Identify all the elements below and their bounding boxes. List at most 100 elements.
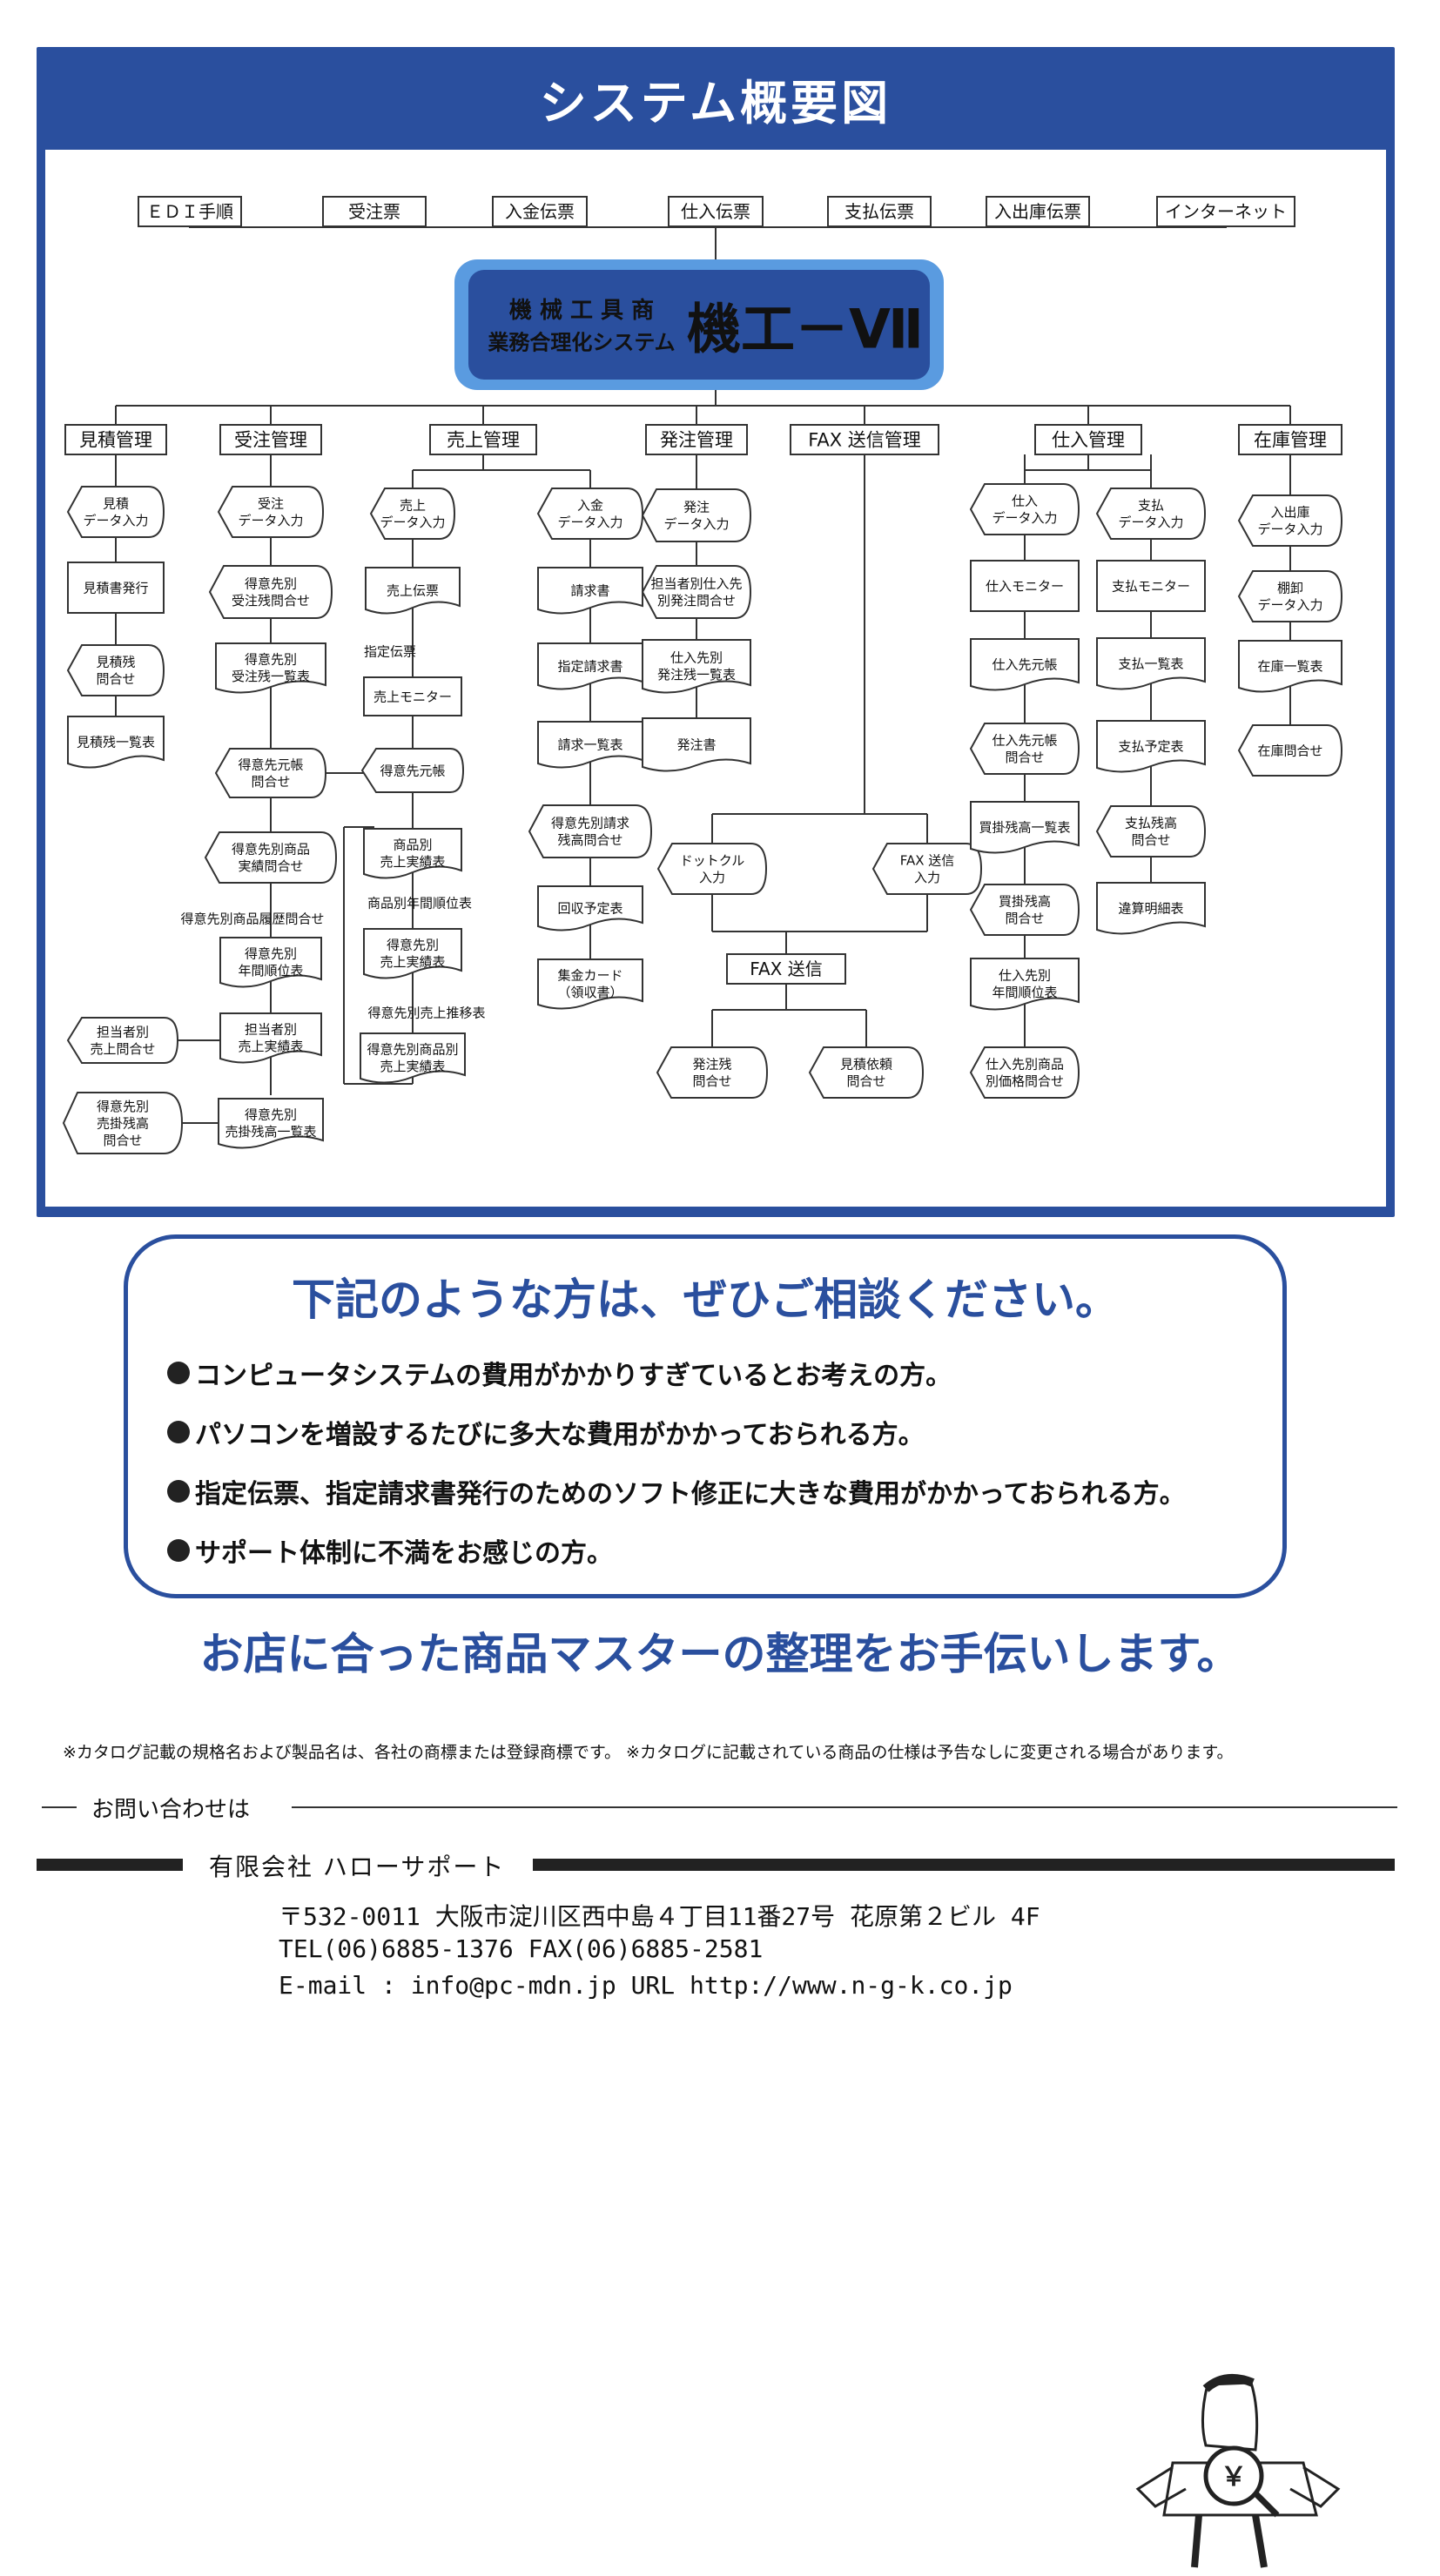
in-shiharai: 支払伝票 bbox=[844, 201, 914, 222]
mitsumori-node: 見積データ入力 bbox=[83, 496, 148, 529]
juchu-node: 得意先別商品実績問合せ bbox=[232, 842, 310, 875]
consultation-heading: 下記のような方は、ぜひご相談ください。 bbox=[292, 1275, 1119, 1325]
in-juchu: 受注票 bbox=[348, 201, 400, 222]
mitsumori-node-shape bbox=[66, 644, 165, 696]
in-internet: インターネット bbox=[1165, 201, 1287, 222]
m-mitsumori-shape bbox=[64, 424, 167, 455]
uriage-node-shape bbox=[363, 676, 462, 716]
fax-node-shape bbox=[656, 843, 768, 895]
tagline: お店に合った商品マスターの整理をお手伝いします。 bbox=[199, 1629, 1241, 1679]
shiire-node: 買掛残高一覧表 bbox=[979, 819, 1070, 835]
in-nyukin: 入金伝票 bbox=[505, 201, 575, 222]
zaiko-node-shape bbox=[1237, 570, 1343, 622]
nyukin-node-shape bbox=[536, 488, 644, 540]
uriage-node-shape bbox=[365, 567, 461, 615]
trademark-note: ※カタログ記載の規格名および製品名は、各社の商標または登録商標です。 ※カタログ… bbox=[63, 1743, 1234, 1762]
in-nyushukko-shape bbox=[986, 196, 1090, 227]
mitsumori-node: 見積残一覧表 bbox=[77, 734, 155, 750]
m-hatchu-shape bbox=[645, 424, 748, 455]
m-fax-shape bbox=[790, 424, 939, 455]
shiire-node: 買掛残高問合せ bbox=[999, 894, 1051, 927]
bullet-icon bbox=[167, 1421, 190, 1443]
fax-node-shape bbox=[656, 1046, 769, 1099]
panel-title: システム概要図 bbox=[539, 75, 892, 131]
juchu-node-shape bbox=[219, 1012, 322, 1064]
m-uriage-shape bbox=[429, 424, 537, 455]
nyukin-node-shape bbox=[537, 721, 643, 769]
zaiko-node-shape bbox=[1237, 494, 1343, 547]
in-juchu-shape bbox=[322, 196, 427, 227]
system-line1: 機 械 工 具 商 bbox=[509, 297, 654, 324]
in-edi: ＥＤＩ手順 bbox=[146, 201, 233, 222]
shiire-node-shape bbox=[969, 1046, 1080, 1099]
shiire-node-shape bbox=[970, 560, 1080, 612]
mitsumori-node: 見積残問合せ bbox=[96, 655, 135, 688]
fax-node-shape bbox=[726, 953, 846, 985]
system-line2: 業務合理化システム bbox=[488, 330, 675, 354]
consultation-item: コンピュータシステムの費用がかかりすぎているとお考えの方。 bbox=[167, 1343, 1186, 1402]
system-box bbox=[468, 270, 930, 380]
consultation-list: コンピュータシステムの費用がかかりすぎているとお考えの方。 パソコンを増設するた… bbox=[167, 1343, 1186, 1580]
fax-node: FAX 送信 bbox=[750, 958, 822, 979]
uriage-node: 指定伝票 bbox=[364, 643, 416, 659]
shiire-node: 仕入先別年間順位表 bbox=[992, 968, 1057, 1001]
juchu-node-shape bbox=[215, 642, 326, 694]
consultation-item: パソコンを増設するたびに多大な費用がかかっておられる方。 bbox=[167, 1402, 1186, 1462]
juchu-node: 得意先別受注残一覧表 bbox=[232, 652, 310, 685]
nyukin-node: 集金カード（領収書） bbox=[557, 968, 622, 1001]
in-shiire-shape bbox=[668, 196, 764, 227]
fax-node: 発注残問合せ bbox=[692, 1057, 731, 1090]
zaiko-node: 棚卸データ入力 bbox=[1257, 581, 1322, 614]
uriage-node: 得意先別商品別売上実績表 bbox=[367, 1042, 458, 1075]
juchu-node: 得意先別商品履歴問合せ bbox=[180, 911, 324, 926]
zaiko-node: 在庫一覧表 bbox=[1257, 658, 1322, 674]
shiharai-node-shape bbox=[1096, 720, 1206, 773]
nyukin-node-shape bbox=[528, 804, 653, 858]
hatchu-node-shape bbox=[641, 488, 752, 542]
bullet-icon bbox=[167, 1362, 190, 1384]
zaiko-node-shape bbox=[1238, 640, 1342, 693]
nyukin-node-shape bbox=[537, 958, 643, 1010]
inquiry-rule-left bbox=[42, 1806, 77, 1808]
nyukin-node-shape bbox=[537, 885, 643, 932]
shiharai-node-shape bbox=[1095, 488, 1207, 540]
shiire-node-shape bbox=[969, 723, 1080, 775]
juchu-node-shape bbox=[219, 937, 322, 988]
fax-node: 見積依頼問合せ bbox=[840, 1057, 892, 1090]
shiharai-node: 支払残高問合せ bbox=[1125, 816, 1177, 849]
nyukin-node: 請求書 bbox=[570, 582, 609, 598]
shiharai-node: 支払モニター bbox=[1112, 578, 1190, 594]
fax-node: FAX 送信入力 bbox=[900, 853, 955, 886]
company-tel-fax: TEL(06)6885-1376 FAX(06)6885-2581 bbox=[279, 1934, 764, 1963]
nyukin-node: 請求一覧表 bbox=[557, 736, 622, 752]
juchu-node-shape bbox=[214, 748, 327, 798]
juchu-node: 担当者別売上実績表 bbox=[238, 1022, 303, 1055]
mitsumori-node-shape bbox=[66, 486, 165, 538]
m-shiire-shape bbox=[1034, 424, 1142, 455]
hatchu-node: 発注データ入力 bbox=[663, 500, 729, 533]
m-mitsumori: 見積管理 bbox=[79, 429, 152, 450]
shiire-node-shape bbox=[970, 638, 1080, 691]
uriage-node-shape bbox=[363, 928, 462, 979]
shiharai-node: 違算明細表 bbox=[1118, 900, 1183, 916]
m-shiire: 仕入管理 bbox=[1052, 429, 1125, 450]
shiire-node: 仕入データ入力 bbox=[992, 494, 1057, 527]
shiire-node-shape bbox=[970, 958, 1080, 1011]
uriage-node-shape bbox=[360, 1032, 466, 1084]
juchu-node: 得意先別受注残問合せ bbox=[232, 576, 310, 609]
m-hatchu: 発注管理 bbox=[660, 429, 733, 450]
juchu-node: 得意先元帳問合せ bbox=[238, 757, 303, 790]
uriage-node: 得意先別売上実績表 bbox=[380, 938, 445, 971]
mascot-illustration-icon: ￥ bbox=[1135, 2373, 1341, 2568]
juchu-node: 受注データ入力 bbox=[238, 496, 303, 529]
fax-node: ドットクル入力 bbox=[680, 853, 745, 886]
shiire-node-shape bbox=[970, 801, 1080, 854]
in-internet-shape bbox=[1156, 196, 1295, 227]
nyukin-node: 得意先別請求残高問合せ bbox=[551, 816, 629, 849]
hatchu-node-shape bbox=[642, 717, 751, 772]
nyukin-node-shape bbox=[537, 642, 643, 690]
system-product-name: 機工－Ⅶ bbox=[687, 298, 924, 361]
hatchu-node-shape bbox=[641, 565, 752, 619]
nyukin-node-shape bbox=[537, 567, 643, 615]
system-diagram: ＥＤＩ手順受注票入金伝票仕入伝票支払伝票入出庫伝票インターネット機 械 工 具 … bbox=[62, 196, 1343, 1154]
